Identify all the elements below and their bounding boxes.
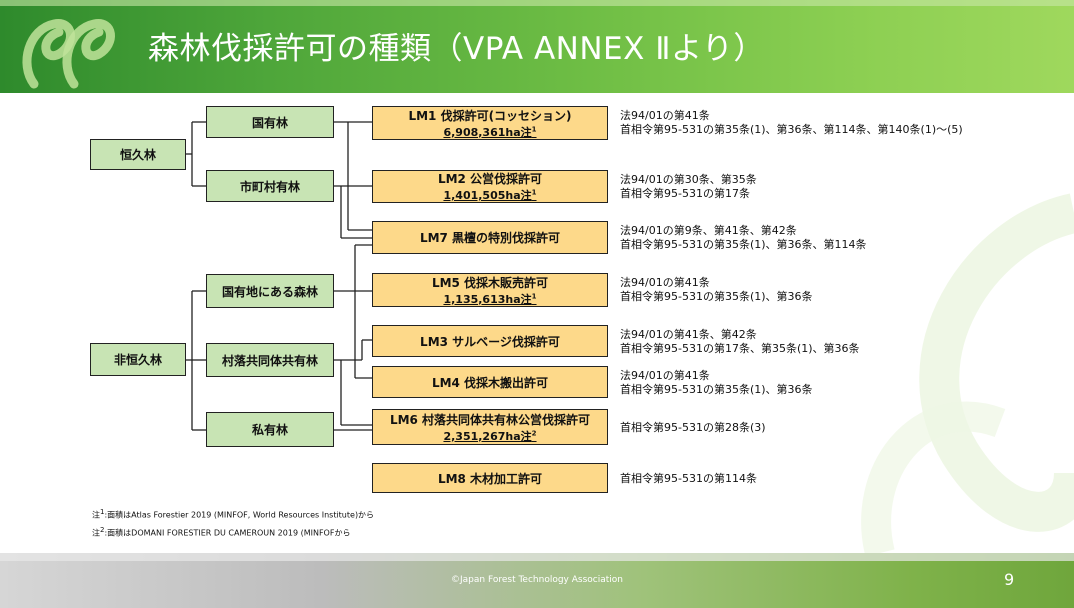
forest-type-label: 市町村有林 (239, 179, 300, 194)
license-label: LM6 村落共同体共有林公営伐採許可 (389, 412, 591, 427)
license-lm2: LM2 公営伐採許可 1,401,505ha注1 (372, 170, 608, 203)
license-label: LM3 サルベージ伐採許可 (420, 334, 560, 349)
forest-type-label: 国有地にある森林 (221, 284, 318, 299)
legal-basis-lm2: 法94/01の第30条、第35条首相令第95-531の第17条 (620, 173, 757, 200)
forest-type-municipal: 市町村有林 (206, 170, 334, 202)
license-lm8: LM8 木材加工許可 (372, 463, 608, 493)
license-area: 1,401,505ha注1 (443, 188, 537, 202)
license-area: 2,351,267ha注2 (443, 428, 537, 443)
license-lm7: LM7 黒檀の特別伐採許可 (372, 221, 608, 254)
license-label: LM7 黒檀の特別伐採許可 (419, 231, 561, 245)
license-lm5: LM5 伐採木販売許可 1,135,613ha注1 (372, 273, 608, 307)
logo-swirl-icon (22, 19, 115, 89)
copyright-text: ©Japan Forest Technology Association (451, 575, 623, 585)
license-label: LM8 木材加工許可 (437, 471, 543, 486)
legal-basis-lm3: 法94/01の第41条、第42条首相令第95-531の第17条、第35条(1)、… (620, 328, 860, 355)
footnote-1: 注1:面積はAtlas Forestier 2019 (MINFOF, Worl… (92, 508, 375, 520)
page-title: 森林伐採許可の種類（VPA ANNEX Ⅱより） (148, 31, 765, 67)
category-label: 非恒久林 (113, 353, 162, 367)
license-area: 1,135,613ha注1 (443, 291, 537, 306)
license-lm3: LM3 サルベージ伐採許可 (372, 325, 608, 357)
forest-type-private: 私有林 (206, 412, 334, 447)
legal-basis-lm8: 首相令第95-531の第114条 (620, 472, 757, 485)
title-banner: 森林伐採許可の種類（VPA ANNEX Ⅱより） (0, 0, 1074, 93)
legal-basis-lm7: 法94/01の第9条、第41条、第42条首相令第95-531の第35条(1)、第… (620, 224, 867, 251)
legal-basis-lm5: 法94/01の第41条首相令第95-531の第35条(1)、第36条 (620, 276, 813, 303)
footnote-2: 注2:面積はDOMANI FORESTIER DU CAMEROUN 2019 … (92, 526, 351, 538)
legal-basis-lm6: 首相令第95-531の第28条(3) (620, 421, 766, 434)
category-label: 恒久林 (119, 148, 156, 162)
license-label: LM5 伐採木販売許可 (431, 275, 549, 290)
page-number: 9 (1004, 570, 1015, 589)
footer-bar: ©Japan Forest Technology Association 9 (0, 553, 1074, 608)
forest-type-label: 私有林 (251, 423, 288, 437)
category-nonpermanent-forest: 非恒久林 (90, 343, 186, 376)
legal-basis-lm1: 法94/01の第41条首相令第95-531の第35条(1)、第36条、第114条… (620, 109, 963, 136)
license-lm4: LM4 伐採木搬出許可 (372, 366, 608, 398)
legal-basis-lm4: 法94/01の第41条首相令第95-531の第35条(1)、第36条 (620, 369, 813, 396)
category-permanent-forest: 恒久林 (90, 139, 186, 170)
banner-highlight (0, 0, 1074, 6)
forest-type-label: 村落共同体共有林 (221, 353, 318, 368)
forest-type-label: 国有林 (251, 115, 288, 130)
forest-type-state: 国有林 (206, 106, 334, 138)
license-label: LM4 伐採木搬出許可 (431, 375, 549, 390)
license-lm6: LM6 村落共同体共有林公営伐採許可 2,351,267ha注2 (372, 409, 608, 445)
forest-type-national-land: 国有地にある森林 (206, 274, 334, 308)
footer-highlight (0, 553, 1074, 561)
license-lm1: LM1 伐採許可(コッセション) 6,908,361ha注1 (372, 106, 608, 140)
license-label: LM1 伐採許可(コッセション) (408, 108, 572, 123)
license-label: LM2 公営伐採許可 (437, 172, 543, 186)
license-area: 6,908,361ha注1 (443, 124, 537, 139)
forest-type-community: 村落共同体共有林 (206, 343, 334, 377)
